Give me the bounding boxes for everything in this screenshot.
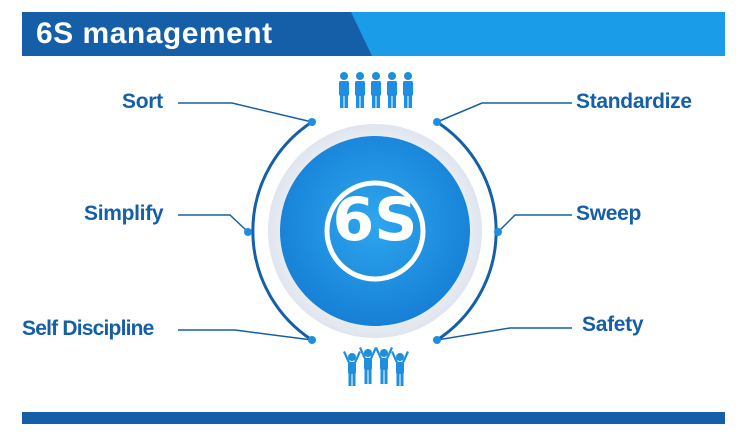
- footer-bar: [22, 412, 725, 424]
- connector-sort: [178, 102, 313, 123]
- label-sort: Sort: [122, 90, 163, 113]
- dot-safety: [433, 336, 441, 344]
- dot-simplify: [244, 228, 252, 236]
- connector-self-discipline: [178, 329, 313, 341]
- connector-simplify: [178, 214, 249, 233]
- label-standardize: Standardize: [576, 90, 692, 113]
- connector-standardize: [436, 102, 572, 123]
- connector-safety: [436, 327, 572, 341]
- dot-self-discipline: [308, 336, 316, 344]
- label-simplify: Simplify: [84, 202, 164, 225]
- center-disc: [280, 136, 470, 326]
- team-standing-icon: [339, 72, 413, 108]
- dot-sort: [308, 118, 316, 126]
- left-arc: [251, 120, 313, 342]
- label-sweep: Sweep: [576, 202, 642, 225]
- label-self-discipline: Self Discipline: [22, 317, 154, 340]
- center-label: 6S: [332, 185, 418, 255]
- dot-sweep: [494, 228, 502, 236]
- dot-standardize: [433, 118, 441, 126]
- team-cheering-icon: [343, 347, 409, 386]
- page-title: 6S management: [36, 17, 273, 50]
- header-dark-band: [22, 12, 372, 56]
- connector-sweep: [497, 214, 572, 233]
- center-inner-ring: [324, 180, 426, 282]
- header-banner: 6S management: [22, 12, 725, 56]
- label-safety: Safety: [582, 313, 644, 336]
